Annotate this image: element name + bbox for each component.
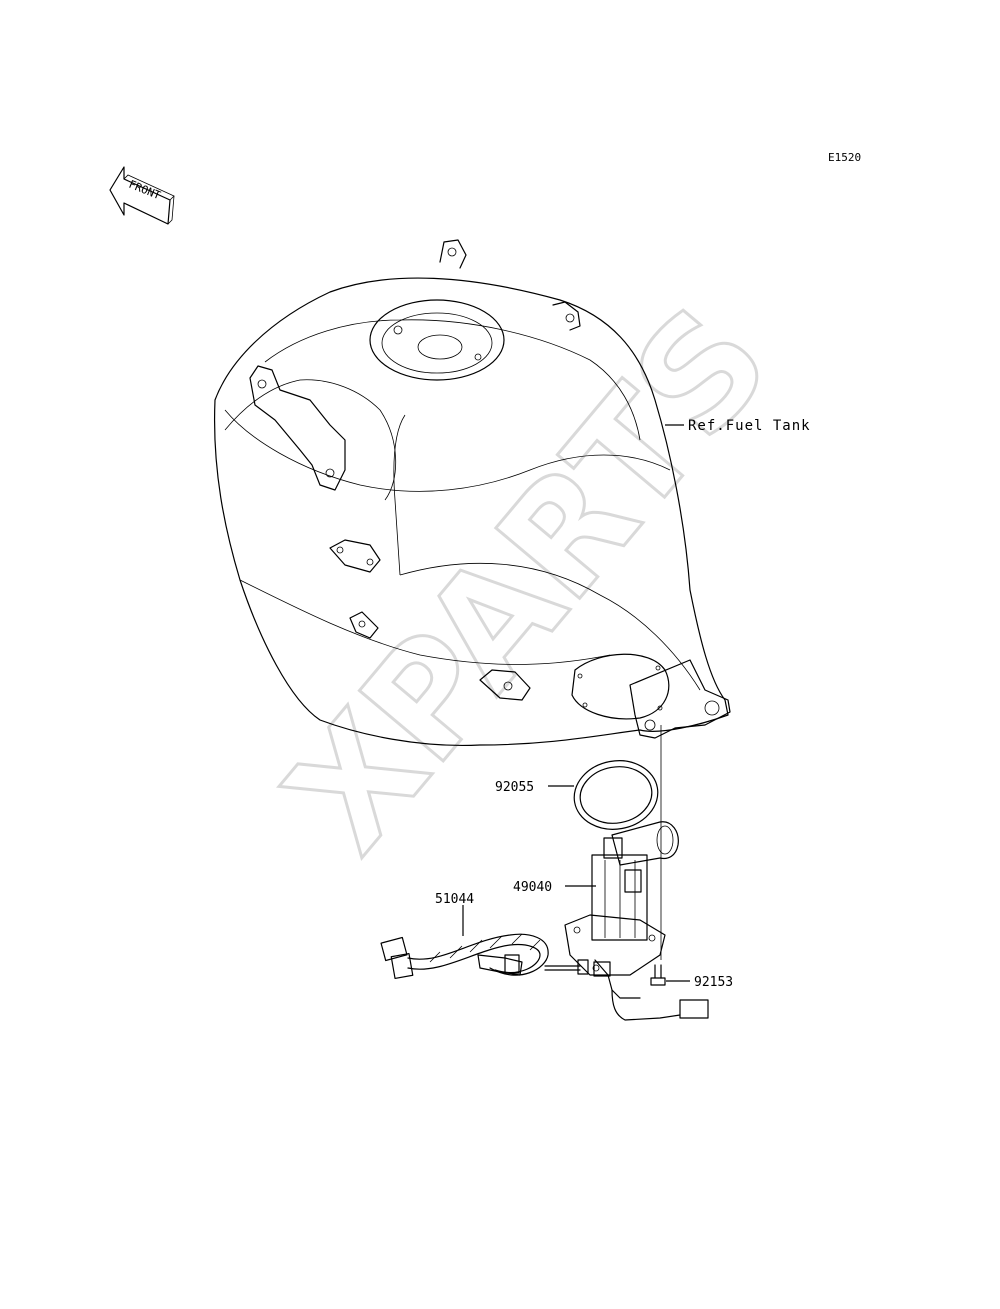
front-arrow-label: FRONT [127, 178, 163, 203]
front-arrow-icon: FRONT [109, 166, 175, 225]
bolt [650, 964, 666, 986]
fuel-pump-assembly [544, 821, 709, 1021]
fuel-pump-part-number: 49040 [513, 880, 552, 895]
gasket-part-number: 92055 [495, 780, 534, 795]
fuel-tank [213, 239, 731, 747]
bolt-part-number: 92153 [694, 975, 733, 990]
gasket-ring [573, 760, 659, 830]
harness-part-number: 51044 [435, 892, 474, 907]
diagram-code: E1520 [828, 151, 861, 164]
fuel-tank-ref-label: Ref.Fuel Tank [688, 418, 811, 434]
wire-harness [380, 933, 549, 979]
